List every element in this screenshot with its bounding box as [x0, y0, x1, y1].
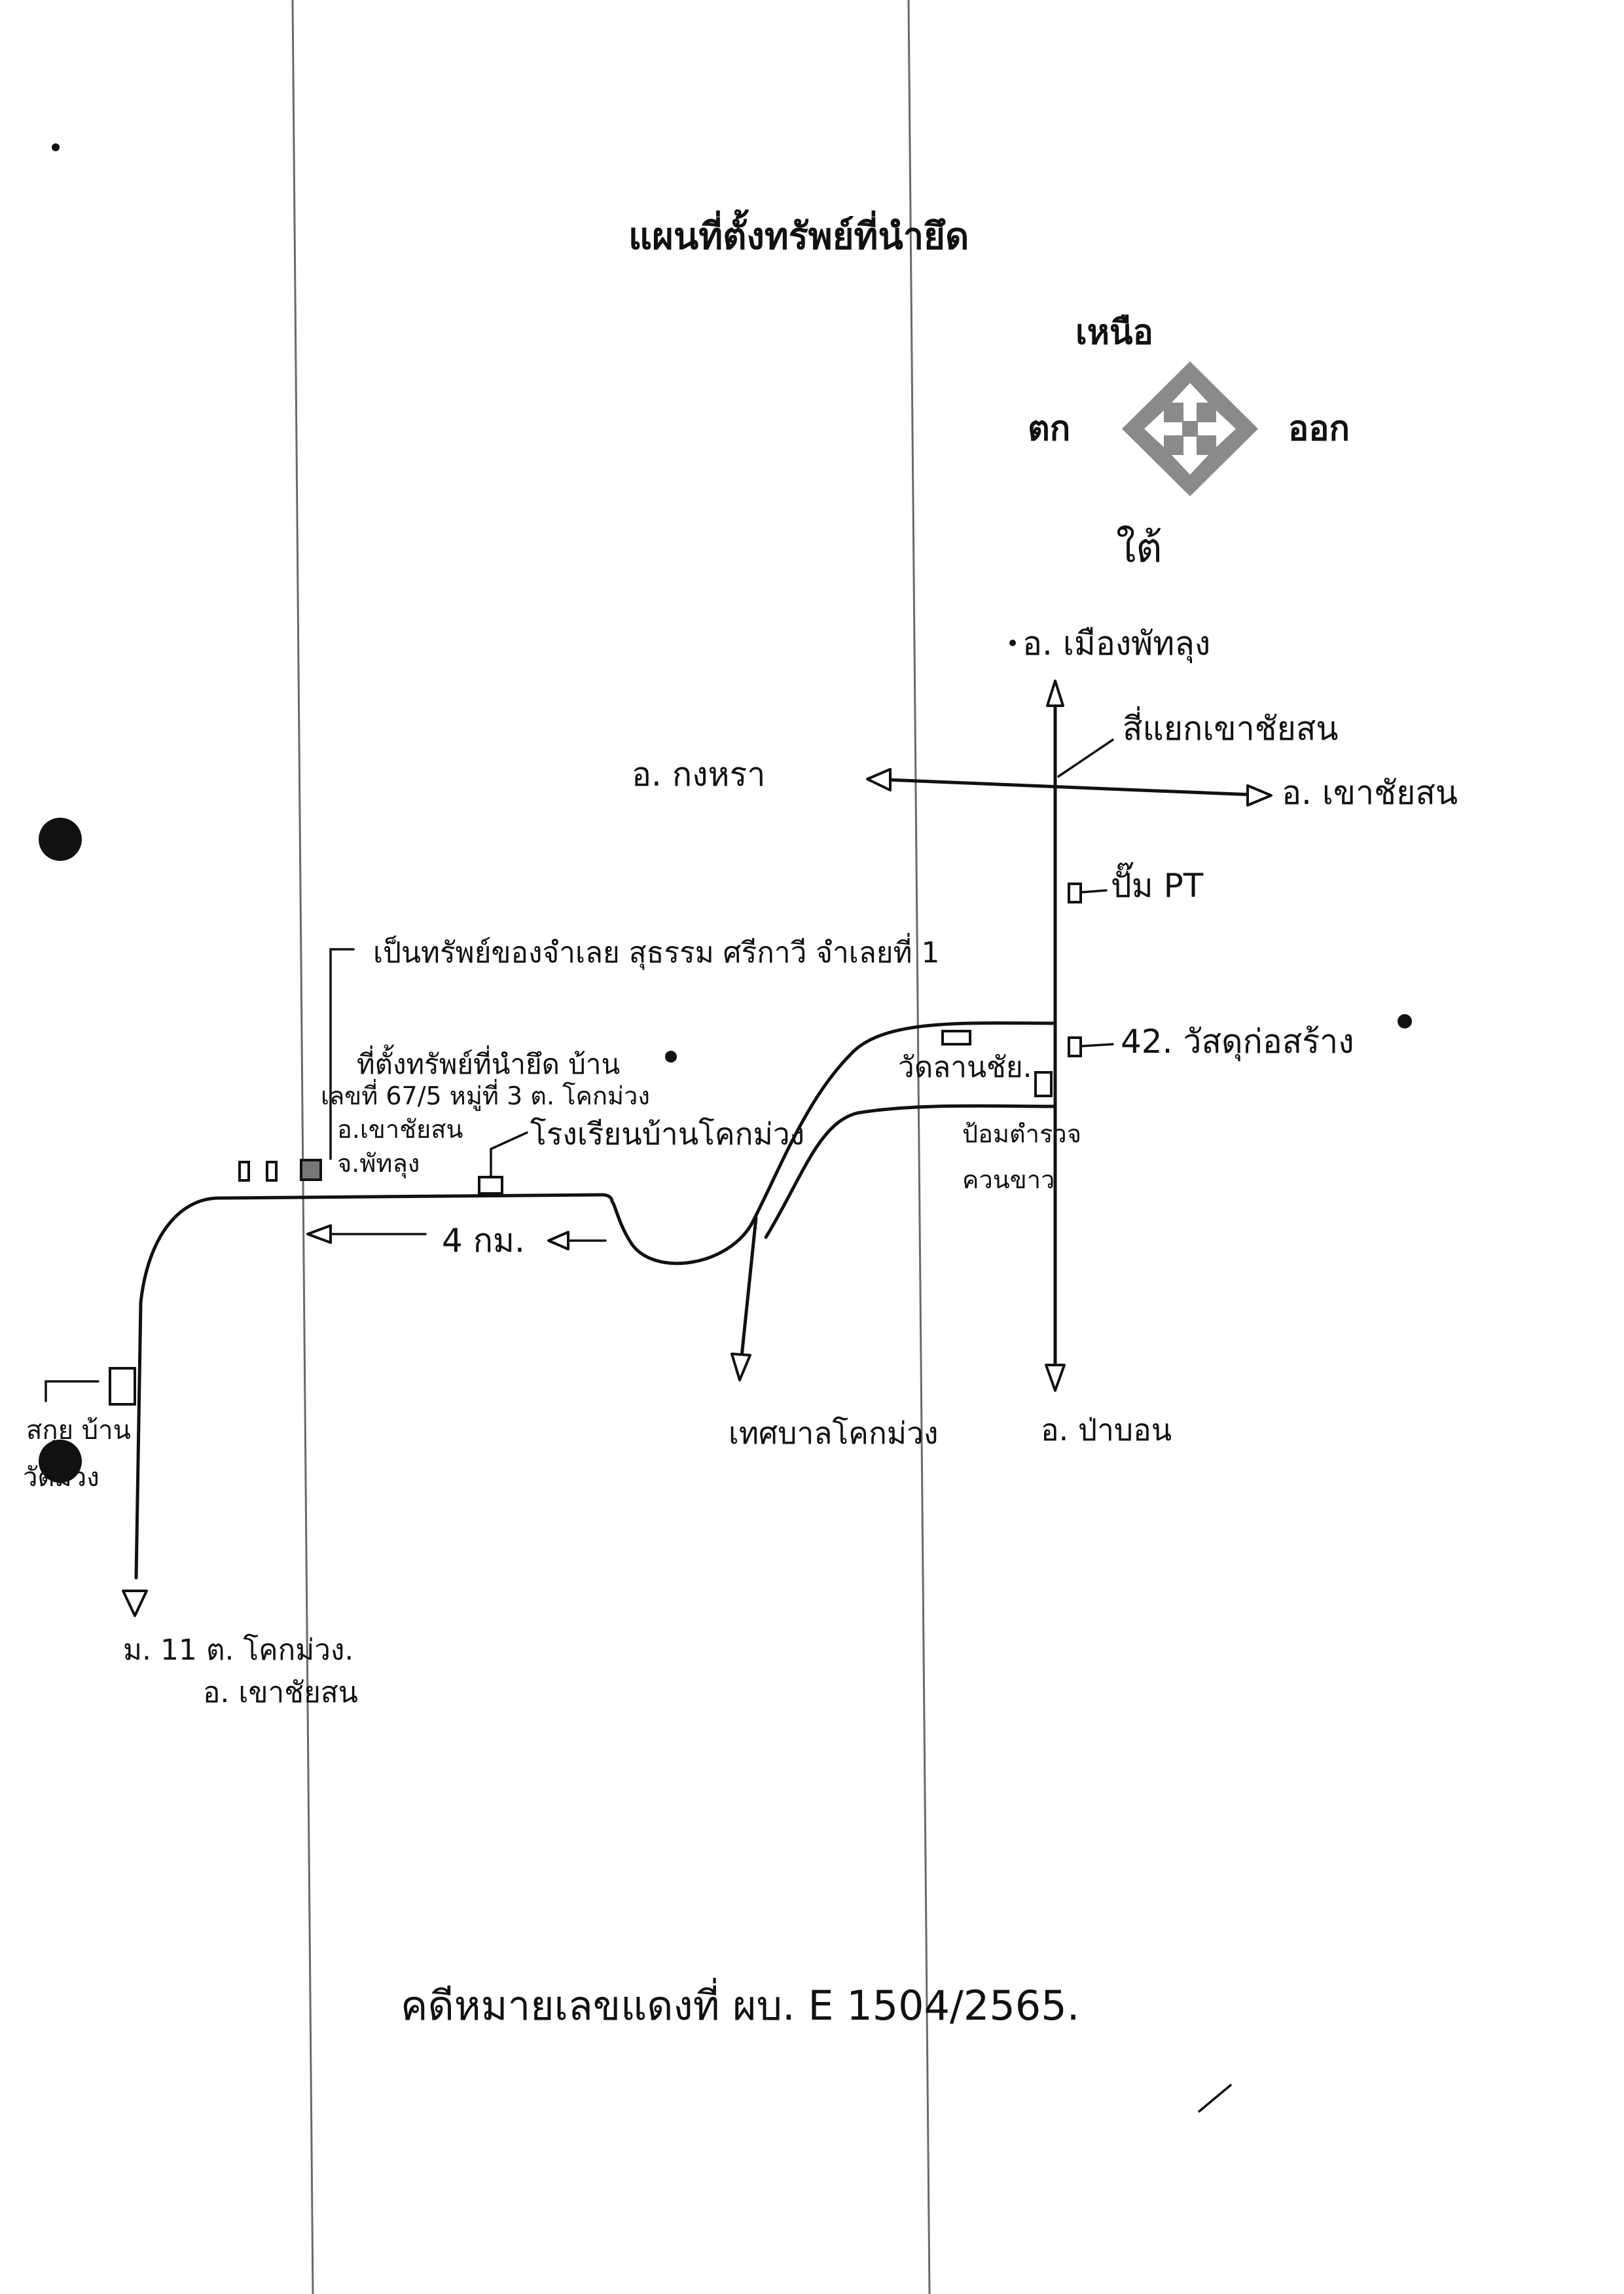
south-road-arrowhead: [1045, 1364, 1066, 1392]
temple-marker: [941, 1030, 971, 1046]
scan-fold-line-1: [291, 0, 314, 2294]
label-police-post: ป้อมตำรวจ: [962, 1120, 1081, 1148]
label-distance: 4 กม.: [442, 1222, 525, 1260]
compass-west-label: ตก: [1028, 409, 1070, 448]
label-south-left: เทศบาลโคกม่วง: [729, 1415, 938, 1451]
gas-station-leader: [1079, 889, 1108, 894]
label-west-road: อ. กงหรา: [632, 756, 765, 793]
branch-road-inner: [764, 1104, 1057, 1239]
case-number: คดีหมายเลขแดงที่ ผบ. E 1504/2565.: [401, 1978, 1079, 2030]
north-road-arrowhead: [1046, 680, 1064, 707]
property-bracket: [329, 948, 355, 1160]
label-side-box-2: วัดม่วง: [23, 1463, 99, 1493]
side-box-leader: [45, 1380, 99, 1402]
label-side-box: สกุย บ้าน: [26, 1415, 131, 1446]
east-road-arrowhead: [1246, 784, 1272, 807]
compass-rose: เหนือ ตก ออก ใต้: [1028, 313, 1350, 572]
label-hardware-store: 42. วัสดุก่อสร้าง: [1121, 1023, 1354, 1061]
school-leader-2: [490, 1131, 528, 1150]
label-address-4: จ.พัทลุง: [337, 1149, 420, 1178]
west-road-arrowhead: [866, 768, 892, 792]
label-top-city: อ. เมืองพัทลุง: [1022, 625, 1210, 663]
hardware-store-leader: [1079, 1043, 1114, 1047]
hardware-store-marker: [1068, 1036, 1082, 1057]
scan-speck: [52, 143, 60, 151]
east-west-road: [869, 777, 1271, 797]
scan-fold-line-2: [907, 0, 931, 2294]
scan-speck: [1398, 1014, 1412, 1029]
label-address-2: เลขที่ 67/5 หมู่ที่ 3 ต. โคกม่วง: [321, 1079, 650, 1111]
distance-arrowhead-2: [547, 1231, 569, 1250]
label-village: ควนขาว: [962, 1165, 1055, 1194]
label-gas-station: ปั๊ม PT: [1111, 862, 1204, 905]
spur-road-arrowhead: [731, 1353, 751, 1381]
school-marker: [478, 1176, 503, 1195]
seized-property-marker: [300, 1159, 322, 1181]
binder-hole-bottom: [39, 1440, 82, 1483]
branch-road-outer: [610, 1021, 1057, 1265]
label-east-road: อ. เขาชัยสน: [1282, 774, 1458, 812]
pen-mark: [1198, 2084, 1232, 2113]
scan-speck: [665, 1051, 677, 1063]
bullet-dot: [1009, 640, 1016, 646]
compass-north-label: เหนือ: [1075, 313, 1153, 352]
house-marker: [238, 1161, 250, 1182]
gas-station-marker: [1068, 883, 1082, 903]
label-bottom-2: อ. เขาชัยสน: [203, 1676, 358, 1709]
police-post-marker: [1034, 1071, 1053, 1097]
label-junction: สี่แยกเขาชัยสน: [1123, 706, 1339, 748]
house-marker: [266, 1161, 278, 1182]
label-owner: เป็นทรัพย์ของจำเลย สุธรรม ศรีกาวี จำเลยท…: [373, 932, 940, 970]
western-road: [134, 1193, 614, 1580]
compass-south-label: ใต้: [1116, 524, 1163, 572]
compass-east-label: ออก: [1288, 409, 1350, 448]
compass-rose-icon: [1122, 361, 1258, 496]
label-bottom-1: ม. 11 ต. โคกม่วง.: [123, 1633, 353, 1667]
label-address-3: อ.เขาชัยสน: [337, 1115, 463, 1144]
label-south-right: อ. ป่าบอน: [1041, 1412, 1172, 1447]
spur-road-south: [739, 1216, 758, 1365]
label-temple: วัดลานชัย.: [898, 1051, 1032, 1084]
western-road-arrowhead: [122, 1590, 148, 1617]
map-title: แผนที่ตั้งทรัพย์ที่นำยึด: [628, 209, 969, 258]
side-building-marker: [109, 1367, 136, 1406]
label-school: โรงเรียนบ้านโคกม่วง: [530, 1116, 804, 1152]
binder-hole-top: [39, 818, 82, 861]
label-address-1: ที่ตั้งทรัพย์ที่นำยึด บ้าน: [357, 1044, 620, 1080]
junction-leader: [1057, 738, 1114, 778]
distance-arrowhead: [306, 1224, 332, 1244]
